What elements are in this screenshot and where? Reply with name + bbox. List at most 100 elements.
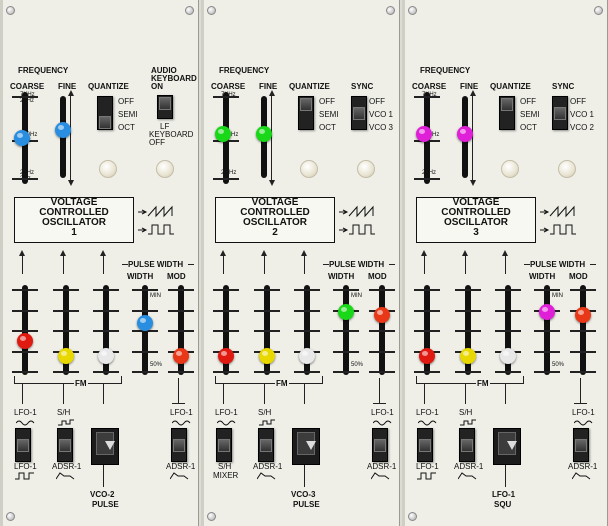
fm3-source-switch[interactable] bbox=[292, 428, 320, 465]
fm2-source-switch-lever[interactable] bbox=[59, 439, 71, 452]
keyboard-bottom-label: KEYBOARD bbox=[149, 130, 194, 139]
screw-icon bbox=[207, 6, 216, 15]
mod-bottom-label: ADSR-1 bbox=[367, 462, 397, 471]
pulse-mod-slider-knob[interactable] bbox=[575, 307, 591, 324]
fm3-source-switch[interactable] bbox=[493, 428, 521, 465]
fm-source-line bbox=[103, 384, 104, 404]
fm-bracket bbox=[416, 376, 417, 384]
mod-label: MOD bbox=[569, 272, 588, 281]
pulse-mod-scale-tick bbox=[168, 289, 194, 291]
fm-2-scale-tick bbox=[455, 309, 481, 312]
mod-source-switch-lever[interactable] bbox=[374, 439, 386, 452]
fm-1-slider-knob[interactable] bbox=[419, 347, 435, 364]
quantize-option-oct: OCT bbox=[520, 123, 537, 132]
sync-switch[interactable] bbox=[552, 96, 568, 130]
pulse-width-slider-knob[interactable] bbox=[338, 303, 354, 320]
width-label: WIDTH bbox=[529, 272, 556, 281]
fm1-source-switch[interactable] bbox=[417, 428, 433, 462]
down-arrow-icon bbox=[306, 441, 316, 450]
mod-source-switch-lever[interactable] bbox=[575, 439, 587, 452]
square-wave-icon bbox=[339, 224, 375, 235]
right-switch-title: ON bbox=[151, 82, 163, 91]
fm3-target-label: LFO-1 bbox=[492, 490, 516, 499]
vco-title-line: VOLTAGE bbox=[251, 197, 299, 208]
up-arrow-icon bbox=[100, 250, 106, 256]
sync-switch-lever[interactable] bbox=[554, 107, 566, 120]
sync-switch-lever[interactable] bbox=[353, 107, 365, 120]
quantize-led bbox=[300, 160, 318, 178]
mod-bottom-label: ADSR-1 bbox=[166, 462, 196, 471]
mod-source-switch[interactable] bbox=[573, 428, 589, 462]
fine-slider-knob[interactable] bbox=[457, 125, 473, 142]
fm-3-slider-knob[interactable] bbox=[299, 347, 315, 364]
quantize-switch[interactable] bbox=[97, 96, 113, 130]
fm-1-scale-tick bbox=[414, 289, 440, 291]
fm-3-scale-tick bbox=[294, 371, 320, 373]
fm-2-slider-knob[interactable] bbox=[58, 347, 74, 364]
pulse-width-slider-knob[interactable] bbox=[137, 314, 153, 331]
fm2-source-switch-lever[interactable] bbox=[461, 439, 473, 452]
sync-option: OFF bbox=[570, 97, 586, 106]
fm-1-slider-knob[interactable] bbox=[218, 347, 234, 364]
fm-3-slider-knob[interactable] bbox=[98, 347, 114, 364]
sh-label: S/H bbox=[459, 408, 473, 417]
coarse-slider-knob[interactable] bbox=[416, 126, 432, 143]
sync-option: VCO 3 bbox=[369, 123, 394, 132]
pct-label: 50% bbox=[552, 362, 565, 368]
keyboard-switch-lever[interactable] bbox=[159, 97, 171, 110]
fm-1-slider-knob[interactable] bbox=[17, 333, 33, 350]
coarse-slider-knob[interactable] bbox=[14, 130, 30, 146]
fine-slider-knob[interactable] bbox=[256, 125, 272, 142]
fm3-source-switch[interactable] bbox=[91, 428, 119, 465]
sawtooth-wave-icon bbox=[540, 205, 575, 218]
fm2-source-switch[interactable] bbox=[258, 428, 274, 462]
fm-2-slider-knob[interactable] bbox=[259, 347, 275, 364]
vco-title-line: CONTROLLED bbox=[441, 207, 511, 218]
fm2-source-switch[interactable] bbox=[459, 428, 475, 462]
quantize-switch[interactable] bbox=[298, 96, 314, 130]
fm1-source-switch[interactable] bbox=[216, 428, 232, 462]
mod-source-switch-lever[interactable] bbox=[173, 439, 185, 452]
up-arrow-icon bbox=[220, 250, 226, 256]
pulse-width-scale-tick bbox=[534, 371, 560, 373]
fm2-source-switch-lever[interactable] bbox=[260, 439, 272, 452]
fm-3-scale-tick bbox=[93, 330, 119, 332]
quantize-switch-lever[interactable] bbox=[99, 116, 111, 129]
fm1-source-switch-lever[interactable] bbox=[419, 439, 431, 452]
vco-title-line: VOLTAGE bbox=[452, 197, 500, 208]
screw-icon bbox=[408, 512, 417, 521]
fine-label: FINE bbox=[460, 82, 479, 91]
quantize-switch-lever[interactable] bbox=[300, 98, 312, 111]
fm-arrow-line bbox=[304, 254, 305, 274]
right-switch-title: SYNC bbox=[351, 82, 374, 91]
coarse-slider-knob[interactable] bbox=[215, 126, 231, 143]
fm-bracket bbox=[121, 376, 122, 384]
frequency-label: FREQUENCY bbox=[420, 66, 471, 75]
quantize-switch[interactable] bbox=[499, 96, 515, 130]
fm1-source-switch-lever[interactable] bbox=[17, 439, 29, 452]
mod-source-switch[interactable] bbox=[372, 428, 388, 462]
fm-2-scale-tick bbox=[455, 371, 481, 373]
pulse-width-slider-knob[interactable] bbox=[539, 303, 555, 320]
fm2-source-switch[interactable] bbox=[57, 428, 73, 462]
mod-source-switch[interactable] bbox=[171, 428, 187, 462]
fm3-target-line bbox=[103, 465, 104, 487]
fm-arrow-line bbox=[103, 254, 104, 274]
fm1-source-switch[interactable] bbox=[15, 428, 31, 462]
fine-slider-knob[interactable] bbox=[55, 122, 71, 139]
pulse-mod-slider-knob[interactable] bbox=[374, 307, 390, 324]
up-arrow-icon bbox=[470, 90, 476, 96]
fm-3-slider-knob[interactable] bbox=[500, 347, 516, 364]
fm-2-slider-knob[interactable] bbox=[460, 347, 476, 364]
envelope-icon bbox=[257, 472, 276, 480]
fm-2-scale-tick bbox=[53, 309, 79, 312]
keyboard-switch[interactable] bbox=[157, 95, 173, 119]
quantize-switch-lever[interactable] bbox=[501, 98, 513, 111]
sync-switch[interactable] bbox=[351, 96, 367, 130]
fm1-source-switch-lever[interactable] bbox=[218, 439, 230, 452]
fm-3-scale-tick bbox=[93, 309, 119, 312]
down-arrow-icon bbox=[269, 180, 275, 186]
pulse-mod-slider-knob[interactable] bbox=[173, 347, 189, 364]
